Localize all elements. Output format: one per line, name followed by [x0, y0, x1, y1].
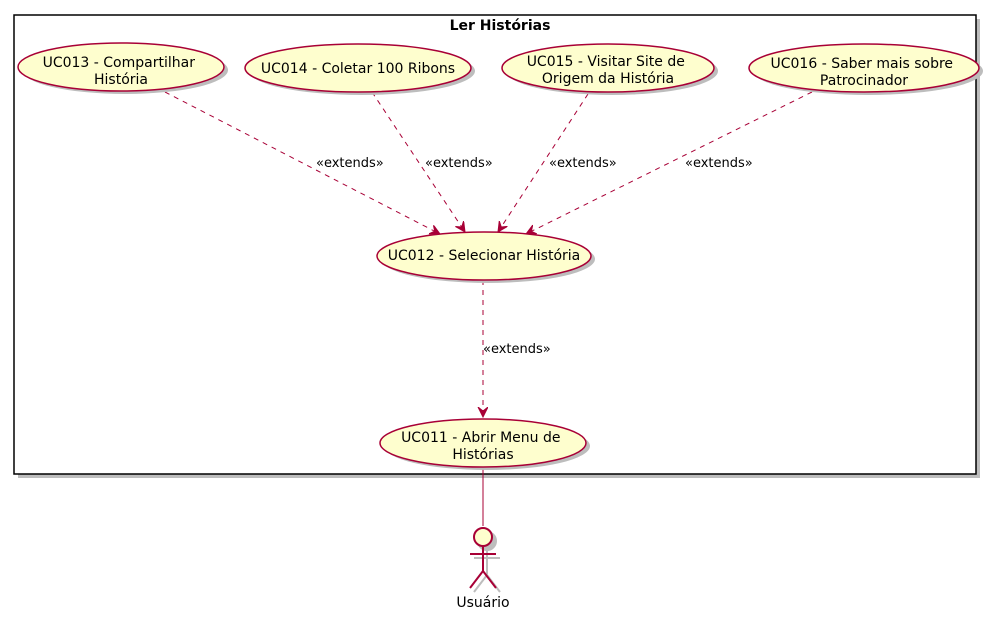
svg-text:UC014 - Coletar 100 Ribons: UC014 - Coletar 100 Ribons	[261, 61, 455, 77]
usecase-uc016[interactable]: UC016 - Saber mais sobre Patrocinador	[748, 43, 983, 95]
usecase-uc015[interactable]: UC015 - Visitar Site de Origem da Histór…	[501, 43, 718, 95]
stick-figure-icon	[469, 527, 497, 589]
svg-text:UC015 - Visitar Site de: UC015 - Visitar Site de Origem da Histór…	[527, 54, 690, 87]
extends-label: «extends»	[425, 156, 493, 171]
usecase-label: UC016 - Saber mais sobre	[771, 56, 954, 72]
usecase-label: Origem da História	[542, 71, 674, 87]
usecase-label: UC012 - Selecionar História	[388, 248, 581, 264]
usecase-uc014[interactable]: UC014 - Coletar 100 Ribons	[244, 43, 475, 95]
usecase-label: UC015 - Visitar Site de	[527, 54, 685, 70]
relation-uc012-uc011: «extends»	[483, 280, 551, 417]
usecase-label: História	[94, 72, 148, 88]
svg-text:UC013 - Compartilhar His: UC013 - Compartilhar História	[43, 55, 200, 88]
usecase-label: UC013 - Compartilhar	[43, 55, 196, 71]
svg-text:UC016 - Saber mais sobre: UC016 - Saber mais sobre Patrocinador	[771, 56, 958, 89]
svg-text:UC012 - Selecionar História: UC012 - Selecionar História	[388, 248, 581, 264]
relation-uc013-uc012: «extends»	[164, 91, 440, 234]
usecase-uc012[interactable]: UC012 - Selecionar História	[376, 231, 595, 283]
usecase-uc011[interactable]: UC011 - Abrir Menu de Histórias	[379, 418, 590, 470]
usecase-label: UC011 - Abrir Menu de	[401, 430, 560, 446]
extends-label: «extends»	[316, 156, 384, 171]
relation-uc014-uc012: «extends»	[371, 91, 493, 232]
relation-uc015-uc012: «extends»	[498, 93, 617, 232]
extends-label: «extends»	[685, 156, 753, 171]
usecase-label: Patrocinador	[820, 73, 908, 89]
actor-label: Usuário	[456, 595, 509, 611]
usecase-label: Histórias	[452, 447, 513, 463]
usecase-label: UC014 - Coletar 100 Ribons	[261, 61, 455, 77]
svg-text:UC011 - Abrir Menu de Hi: UC011 - Abrir Menu de Histórias	[401, 430, 565, 463]
extends-label: «extends»	[549, 156, 617, 171]
actor-usuario[interactable]: Usuário	[456, 527, 510, 611]
usecase-uc013[interactable]: UC013 - Compartilhar História	[17, 42, 228, 94]
relation-uc016-uc012: «extends»	[526, 91, 813, 234]
extends-label: «extends»	[483, 342, 551, 357]
system-title: Ler Histórias	[450, 18, 551, 34]
